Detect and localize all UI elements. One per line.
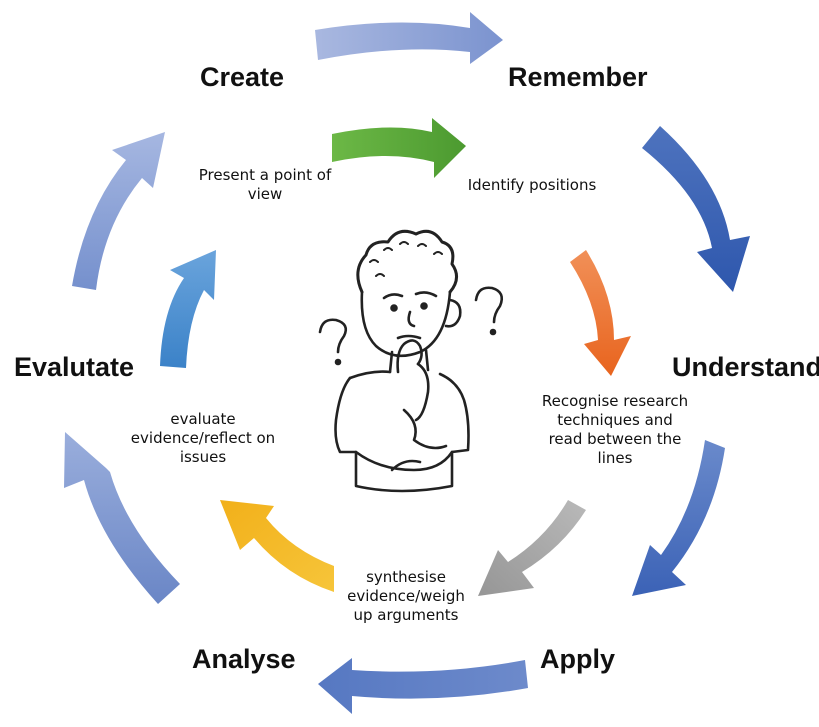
stage-label-analyse: Analyse bbox=[192, 644, 296, 674]
outer-arrow-create-to-remember bbox=[315, 12, 503, 64]
inner-arrow-orange bbox=[570, 250, 631, 376]
inner-arrow-green bbox=[332, 118, 466, 178]
thinking-person-figure bbox=[334, 229, 470, 493]
outer-arrow-analyse-to-evaluate bbox=[64, 432, 180, 604]
question-mark-icon-right bbox=[474, 286, 504, 336]
question-mark-icon-left bbox=[318, 318, 348, 366]
stage-label-evaluate: Evalutate bbox=[14, 352, 135, 382]
outer-arrow-apply-to-analyse bbox=[318, 658, 528, 714]
activity-evaluate-evidence: evaluate evidence/reflect on issues bbox=[130, 410, 276, 466]
activity-present-point-of-view: Present a point of view bbox=[198, 166, 332, 203]
outer-arrow-remember-to-understand bbox=[642, 126, 750, 292]
outer-arrow-evaluate-to-create bbox=[72, 132, 165, 290]
outer-arrow-understand-to-apply bbox=[632, 440, 725, 596]
activity-synthesise-evidence: synthesise evidence/weigh up arguments bbox=[347, 568, 465, 624]
inner-arrow-yellow bbox=[220, 500, 334, 592]
activity-identify-positions: Identify positions bbox=[467, 176, 597, 194]
inner-arrow-gray bbox=[478, 500, 586, 596]
stage-label-understand: Understand bbox=[672, 352, 819, 382]
activity-recognise-research: Recognise research techniques and read b… bbox=[541, 392, 689, 467]
stage-label-create: Create bbox=[200, 62, 285, 92]
stage-label-apply: Apply bbox=[540, 644, 616, 674]
stage-label-remember: Remember bbox=[508, 62, 648, 92]
inner-arrow-blue bbox=[160, 250, 216, 368]
